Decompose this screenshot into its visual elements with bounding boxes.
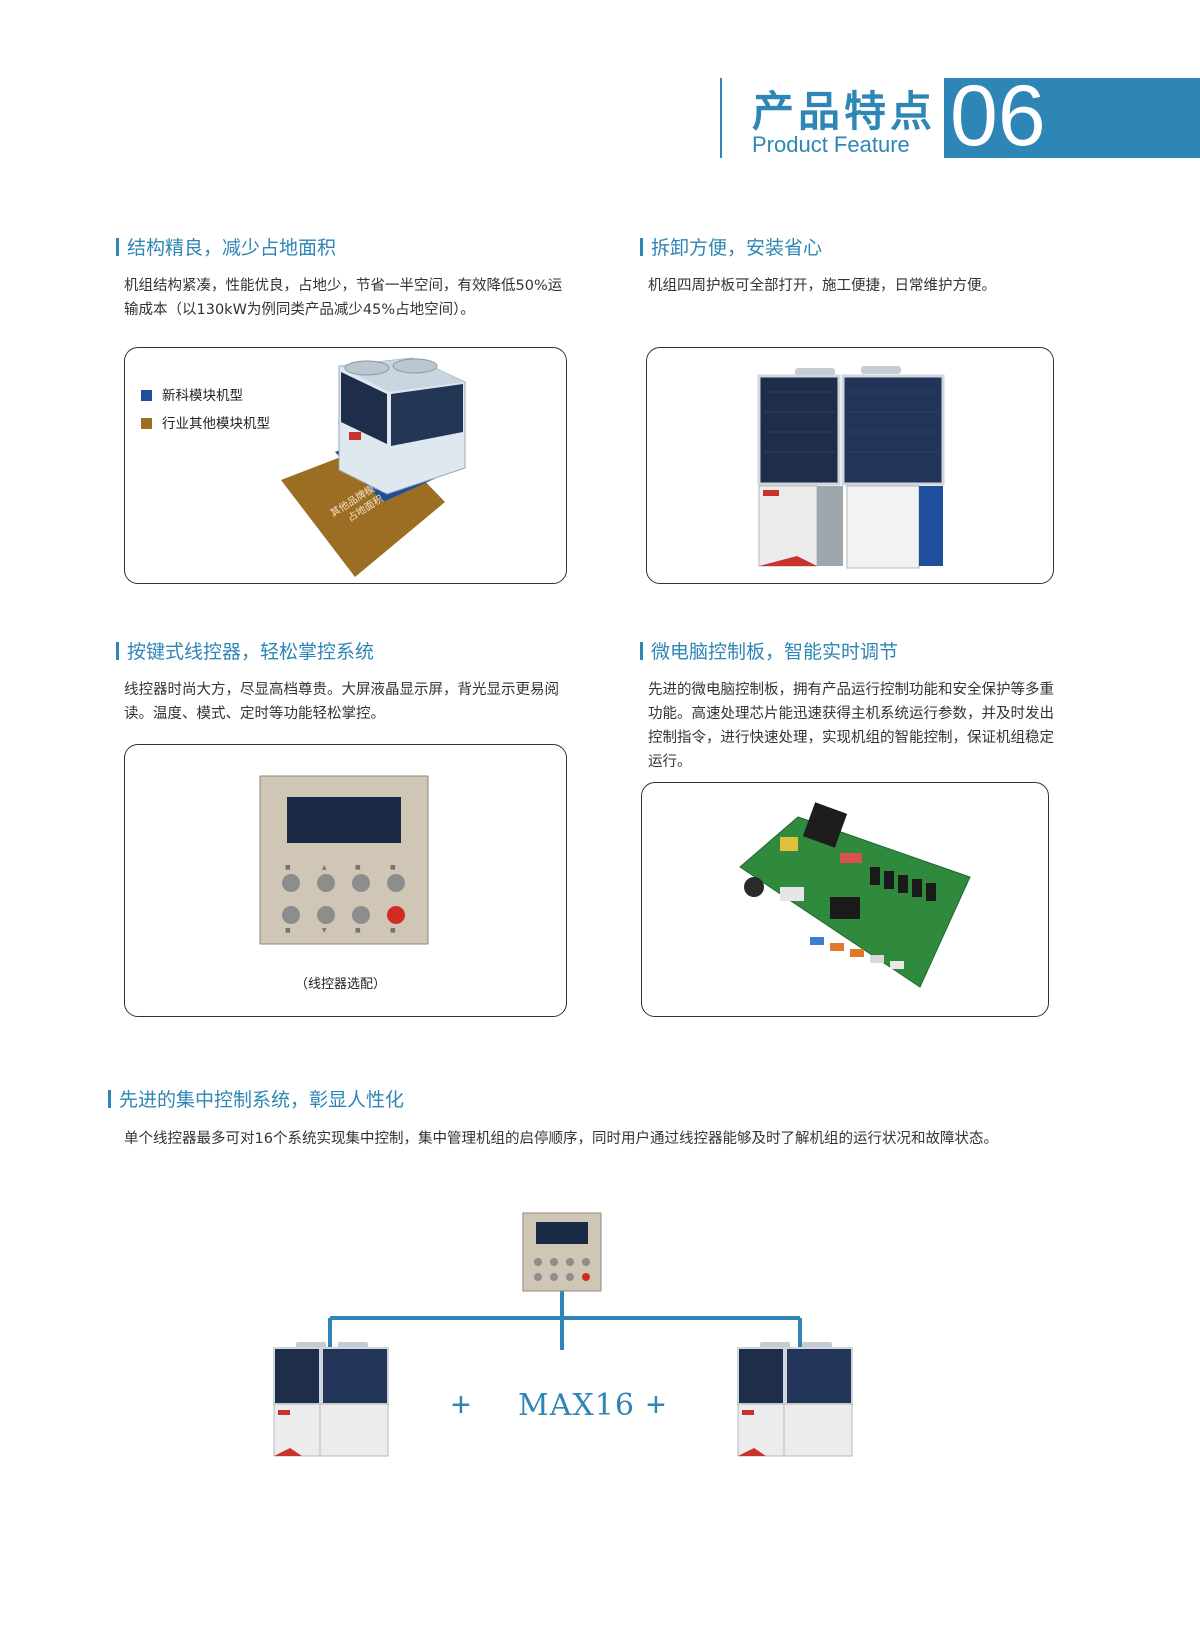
open-panel-unit-image [757,366,945,569]
svg-text:▲: ▲ [322,864,327,871]
control-board-image [739,802,971,988]
connection-lines [328,1290,802,1350]
wired-controller-image: ■ ▲ ■ ■ ■ ▼ ■ ■ [259,775,429,945]
svg-text:■: ■ [390,927,396,934]
title-bar [108,1090,111,1108]
svg-text:■: ■ [285,864,291,871]
page-subtitle: Product Feature [752,132,910,157]
feature-4-figure [641,782,1049,1017]
legend-swatch [141,418,152,429]
title-bar [640,642,643,660]
feature-2-title: 拆卸方便，安装省心 [640,233,822,260]
title-bar [116,642,119,660]
svg-text:■: ■ [355,864,361,871]
plus-right: + [646,1386,666,1424]
feature-2-figure [646,347,1054,584]
legend-swatch [141,390,152,401]
feature-3-title: 按键式线控器，轻松掌控系统 [116,637,374,664]
section-number-box [944,78,1200,158]
header-divider [720,78,722,158]
unit-left-image [273,1342,389,1457]
feature-4-text: 先进的微电脑控制板，拥有产品运行控制功能和安全保护等多重功能。高速处理芯片能迅速… [648,682,1054,770]
plus-left: + [451,1386,471,1424]
feature-4-title: 微电脑控制板，智能实时调节 [640,637,898,664]
footprint-illustration: 其他品牌模块机占地面积 [281,357,466,577]
svg-text:■: ■ [355,927,361,934]
central-control-title: 先进的集中控制系统，彰显人性化 [108,1085,404,1112]
central-controller-image [522,1212,602,1292]
title-bar [116,238,119,256]
legend-item-other: 行业其他模块机型 [141,412,270,432]
unit-right-image [737,1342,853,1457]
svg-text:■: ■ [285,927,291,934]
feature-3-text: 线控器时尚大方，尽显高档尊贵。大屏液晶显示屏，背光显示更易阅读。温度、模式、定时… [124,682,559,722]
central-control-text: 单个线控器最多可对16个系统实现集中控制，集中管理机组的启停顺序，同时用户通过线… [124,1131,998,1147]
section-number: 06 [950,68,1046,164]
page-title: 产品特点 [752,87,937,136]
svg-text:■: ■ [390,864,396,871]
feature-1-text: 机组结构紧凑，性能优良，占地少，节省一半空间，有效降低50%运输成本（以130k… [124,278,563,318]
max-units-label: MAX16 [518,1388,635,1423]
feature-1-figure: 新科模块机型 行业其他模块机型 其他品牌模块机占地面积 [124,347,567,584]
controller-caption: （线控器选配） [295,977,387,992]
feature-2-text: 机组四周护板可全部打开，施工便捷，日常维护方便。 [648,278,996,294]
feature-1-title: 结构精良，减少占地面积 [116,233,336,260]
feature-3-figure: ■ ▲ ■ ■ ■ ▼ ■ ■ （线控器选配） [124,744,567,1017]
title-bar [640,238,643,256]
legend-item-xinke: 新科模块机型 [141,384,243,404]
svg-text:▼: ▼ [322,927,327,934]
